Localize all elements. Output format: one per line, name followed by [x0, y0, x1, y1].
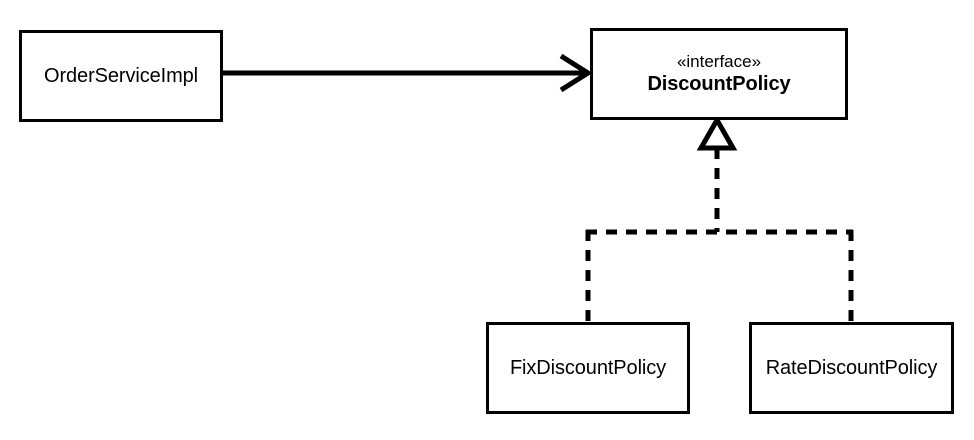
class-name-order-service-impl: OrderServiceImpl [44, 65, 198, 87]
hollow-triangle-icon [696, 114, 738, 151]
stereotype-interface-label: «interface» [676, 52, 762, 71]
interface-name-discount-policy: DiscountPolicy [647, 73, 791, 95]
edge-association-order-service-impl-to-discount-policy [222, 53, 593, 93]
interface-box-discount-policy[interactable]: «interface» DiscountPolicy [590, 28, 848, 120]
class-box-fix-discount-policy[interactable]: FixDiscountPolicy [486, 322, 690, 414]
open-arrow-icon [559, 53, 593, 93]
class-name-rate-discount-policy: RateDiscountPolicy [765, 357, 938, 379]
class-name-fix-discount-policy: FixDiscountPolicy [509, 357, 667, 379]
edge-realization-tree [585, 148, 854, 322]
class-box-order-service-impl[interactable]: OrderServiceImpl [19, 30, 223, 122]
class-box-rate-discount-policy[interactable]: RateDiscountPolicy [749, 322, 954, 414]
